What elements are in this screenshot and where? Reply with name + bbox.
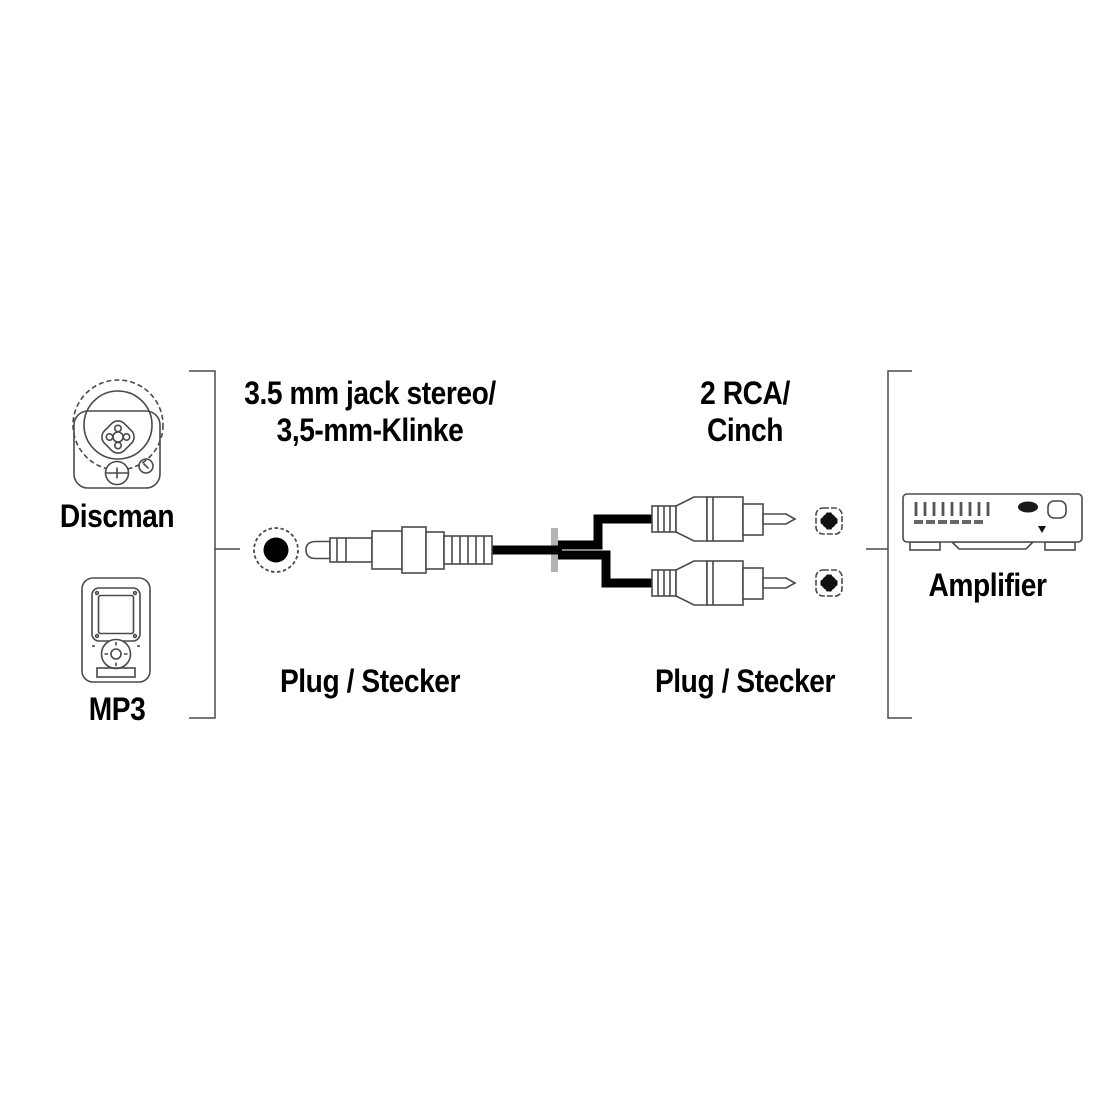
- rca-heading: 2 RCA/ Cinch: [595, 375, 895, 449]
- cable-lines: [488, 514, 653, 588]
- rca-heading-line2: Cinch: [706, 412, 784, 448]
- jack-heading-line2: 3,5-mm-Klinke: [276, 412, 464, 448]
- discman-label: Discman: [59, 498, 175, 534]
- amplifier-label: Amplifier: [928, 567, 1047, 603]
- rca-plug-bottom: [651, 560, 797, 606]
- amplifier-icon: [902, 493, 1083, 551]
- jack-heading-line1: 3.5 mm jack stereo/: [244, 375, 496, 411]
- rca-plug-caption: Plug / Stecker: [654, 663, 836, 699]
- jack-to-rca-cable-icon: [305, 496, 797, 606]
- target-bracket: [866, 370, 912, 719]
- jack-socket-icon: [253, 527, 299, 573]
- jack-heading: 3.5 mm jack stereo/ 3,5-mm-Klinke: [220, 375, 520, 449]
- rca-heading-line1: 2 RCA/: [700, 375, 790, 411]
- jack-plug-caption: Plug / Stecker: [279, 663, 461, 699]
- rca-socket-icon-bottom: [815, 569, 843, 597]
- rca-plug-top: [651, 496, 797, 542]
- mp3-label: MP3: [88, 691, 146, 727]
- mp3-player-icon: [81, 577, 151, 683]
- source-bracket: [189, 370, 240, 719]
- rca-socket-icon-top: [815, 507, 843, 535]
- jack-plug: [305, 526, 493, 574]
- discman-icon: [72, 379, 164, 489]
